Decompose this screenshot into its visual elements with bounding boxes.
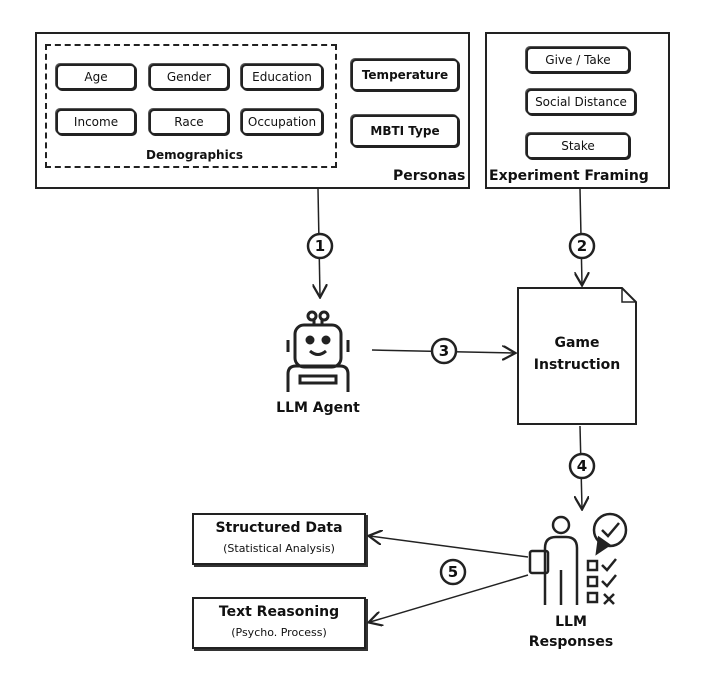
- person-checklist-icon: [528, 512, 628, 605]
- arrow-to-structured: [370, 536, 529, 558]
- robot-icon: [286, 310, 350, 392]
- step-1-circle: [306, 232, 334, 260]
- structured-data-subtitle: (Statistical Analysis): [223, 542, 335, 555]
- demographic-gender: Gender: [149, 64, 229, 90]
- demographic-education: Education: [241, 64, 323, 90]
- game-instruction-doc: [516, 286, 638, 426]
- structured-data-box: [192, 513, 366, 565]
- text-reasoning-title: Text Reasoning: [218, 604, 340, 620]
- agent-label: LLM Agent: [276, 400, 360, 416]
- responses-line-1: LLM: [555, 614, 587, 630]
- framing-title: Experiment Framing: [489, 168, 649, 184]
- text-reasoning-box: [192, 597, 366, 649]
- arrow-to-text-reasoning: [370, 574, 529, 622]
- document-shape: [517, 287, 637, 425]
- step-4-number: 4: [576, 457, 588, 475]
- step-3-number: 3: [438, 342, 450, 360]
- step-4-circle: [568, 452, 596, 480]
- framing-stake: Stake: [526, 133, 630, 159]
- framing-social-distance: Social Distance: [526, 89, 636, 115]
- mbti-box: MBTI Type: [351, 115, 459, 147]
- game-instruction-label: Game Instruction: [516, 332, 638, 376]
- step-5-number: 5: [447, 563, 459, 581]
- demographics-group: [45, 44, 337, 168]
- framing-give-take: Give / Take: [526, 47, 630, 73]
- game-line-2: Instruction: [533, 357, 621, 373]
- demographic-age: Age: [56, 64, 136, 90]
- structured-data-title: Structured Data: [215, 520, 343, 536]
- responses-label: LLM Responses: [521, 612, 621, 652]
- step-3-circle: [430, 337, 458, 365]
- step-1-number: 1: [314, 237, 326, 255]
- responses-line-2: Responses: [528, 634, 614, 650]
- text-reasoning-subtitle: (Psycho. Process): [231, 626, 327, 639]
- step-2-circle: [568, 232, 596, 260]
- demographic-income: Income: [56, 109, 136, 135]
- demographics-title: Demographics: [146, 148, 243, 162]
- step-5-circle: [439, 558, 467, 586]
- demographic-race: Race: [149, 109, 229, 135]
- step-markers: [306, 232, 596, 586]
- temperature-box: Temperature: [351, 59, 459, 91]
- demographic-occupation: Occupation: [241, 109, 323, 135]
- personas-title: Personas: [393, 168, 466, 184]
- step-2-number: 2: [576, 237, 588, 255]
- game-line-1: Game: [554, 335, 600, 351]
